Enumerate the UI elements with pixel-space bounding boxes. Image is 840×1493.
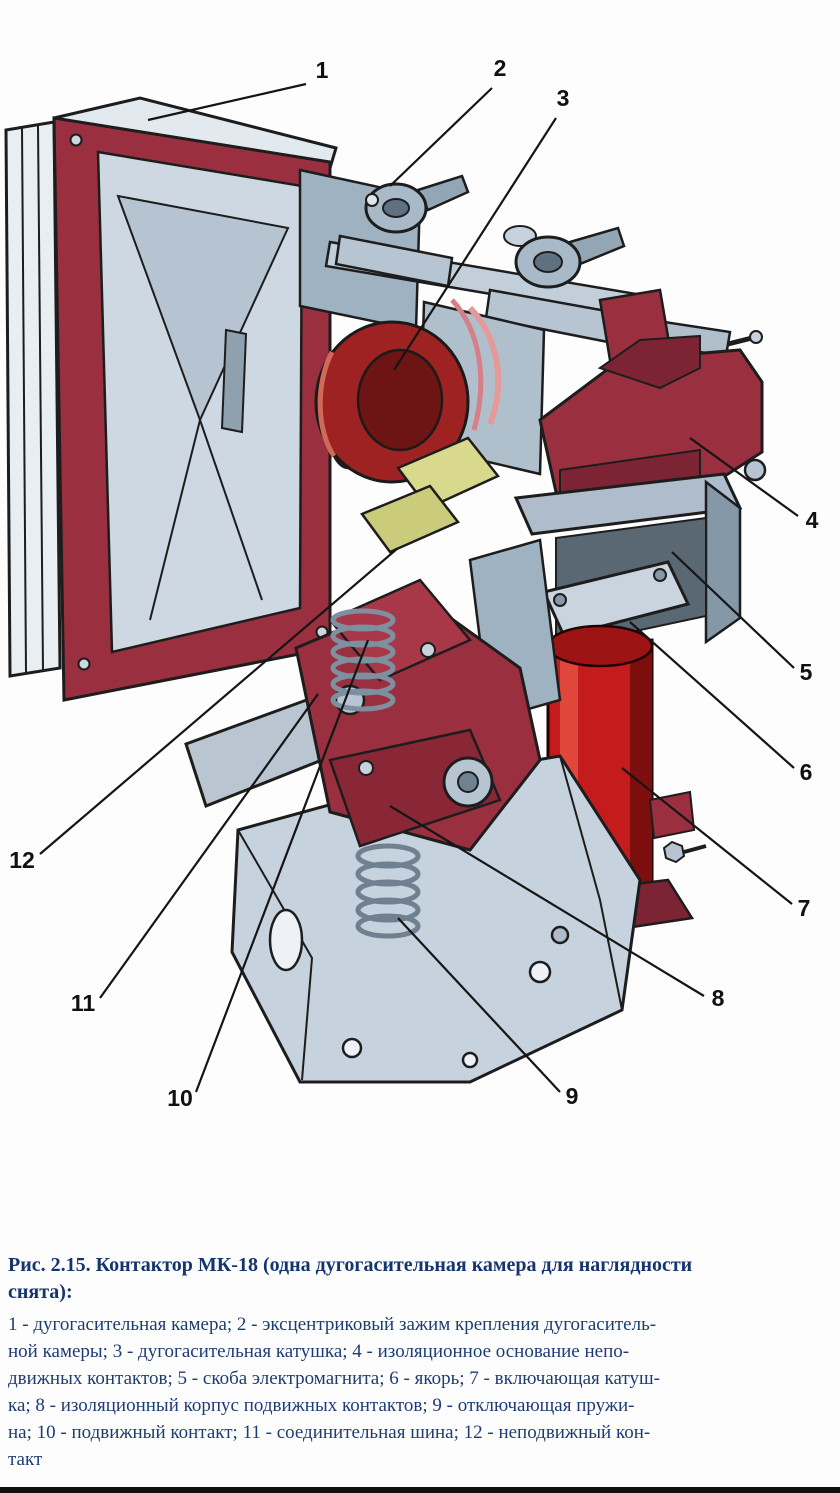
- fixed-contact: [360, 436, 500, 554]
- callout-line-9: [397, 917, 561, 1093]
- callout-number-1: 1: [316, 57, 329, 83]
- callout-line-12: [39, 547, 399, 855]
- caption-line-2: ной камеры; 3 - дугогасительная катушка;…: [8, 1341, 630, 1362]
- caption-line-3: движных контактов; 5 - скоба электромагн…: [8, 1368, 660, 1389]
- callout-line-2: [389, 87, 493, 187]
- callout-line-3: [393, 117, 557, 371]
- caption-line-5: на; 10 - подвижный контакт; 11 - соедини…: [8, 1422, 651, 1443]
- callout-number-11: 11: [71, 990, 96, 1016]
- eccentric-clamp-left: [334, 174, 470, 288]
- caption-legend: 1 - дугогасительная камера; 2 - эксцентр…: [8, 1311, 840, 1473]
- caption-line-1: 1 - дугогасительная камера; 2 - эксцентр…: [8, 1314, 657, 1335]
- release-spring: [355, 843, 421, 939]
- callout-line-7: [621, 767, 793, 905]
- callout-line-4: [689, 437, 799, 517]
- callout-number-6: 6: [800, 759, 813, 785]
- callout-line-10: [194, 639, 370, 1093]
- callout-line-6: [629, 621, 795, 769]
- callout-number-5: 5: [800, 659, 813, 685]
- callout-number-8: 8: [712, 985, 725, 1011]
- insulating-base: [538, 288, 767, 518]
- callout-number-3: 3: [557, 85, 570, 111]
- armature: [541, 560, 691, 638]
- callout-number-10: 10: [167, 1085, 193, 1111]
- arc-chute: [4, 96, 338, 702]
- arc-coil: [314, 298, 546, 484]
- callout-number-9: 9: [566, 1083, 579, 1109]
- contact-spring: [330, 608, 396, 712]
- caption-line-4: ка; 8 - изоляционный корпус подвижных ко…: [8, 1395, 635, 1416]
- caption-title-line-1: Рис. 2.15. Контактор МК-18 (одна дугогас…: [8, 1254, 693, 1276]
- callout-number-12: 12: [9, 847, 35, 873]
- callout-number-4: 4: [806, 507, 819, 533]
- callout-number-2: 2: [494, 55, 507, 81]
- caption-title: Рис. 2.15. Контактор МК-18 (одна дугогас…: [8, 1252, 840, 1306]
- callout-line-8: [389, 805, 705, 997]
- caption-line-6: такт: [8, 1449, 43, 1470]
- callout-number-7: 7: [798, 895, 811, 921]
- eccentric-clamp-right: [484, 225, 626, 344]
- callout-line-1: [147, 82, 307, 122]
- figure-caption: Рис. 2.15. Контактор МК-18 (одна дугогас…: [8, 1252, 840, 1473]
- callout-line-11: [99, 693, 319, 999]
- callout-line-5: [671, 551, 795, 669]
- caption-title-line-2: снята):: [8, 1281, 73, 1303]
- page-bottom-edge: [0, 1487, 840, 1493]
